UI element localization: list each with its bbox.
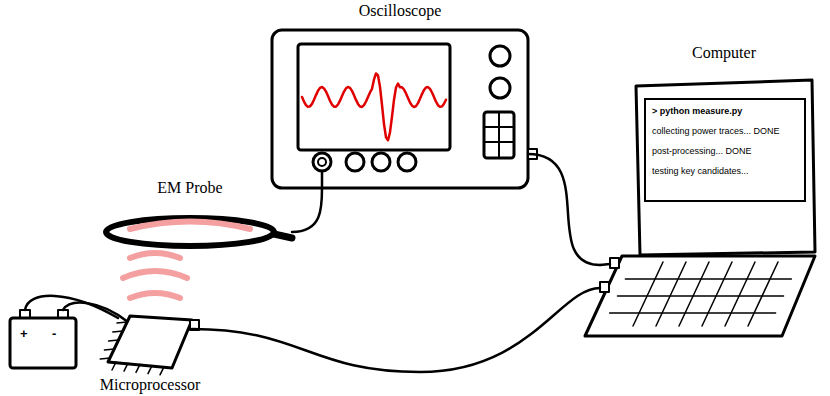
battery (10, 318, 76, 368)
chip-pin (124, 363, 128, 371)
key-row (625, 278, 791, 280)
cable-stub (321, 171, 324, 188)
knob (490, 46, 510, 66)
key-column (656, 262, 686, 326)
polarity-sign: - (52, 326, 56, 341)
knob (346, 153, 364, 171)
chip-pin (112, 362, 116, 370)
keypad-line (484, 126, 514, 128)
key-row (610, 312, 776, 314)
device-label: Computer (692, 44, 756, 62)
laptop-keyboard (585, 256, 815, 336)
port (600, 282, 609, 292)
cable (292, 188, 322, 232)
chip-pin (160, 367, 164, 375)
battery-wire (63, 303, 128, 322)
terminal-window: > python measure.py collecting power trac… (644, 98, 806, 202)
waveform (302, 74, 446, 141)
cable-stub (600, 264, 610, 265)
knob (372, 153, 390, 171)
oscilloscope-screen (298, 44, 450, 150)
keypad (484, 112, 514, 158)
device-node: EM Probe (105, 217, 292, 247)
probe-loop (106, 218, 274, 246)
device-node: Oscilloscope (272, 30, 528, 188)
keypad-line (498, 112, 500, 158)
device-node: > python measure.py collecting power trac… (600, 80, 815, 336)
device-label: EM Probe (157, 179, 222, 197)
polarity-sign: + (20, 326, 28, 341)
bnc-connector (313, 153, 331, 171)
terminal-line: post-processing... DONE (652, 146, 752, 157)
terminal-line: > python measure.py (652, 106, 742, 117)
em-wave (130, 293, 180, 298)
cable (528, 154, 600, 265)
terminal-line: testing key candidates... (652, 166, 749, 177)
device-label: Oscilloscope (359, 2, 442, 20)
keypad-line (484, 141, 514, 143)
key-column (702, 262, 732, 326)
device-label: Microprocessor (100, 376, 200, 394)
chip-pin (113, 331, 123, 332)
key-row (618, 295, 784, 297)
chip-pin (109, 340, 119, 341)
bnc-connector (318, 158, 326, 166)
probe-handle (274, 234, 292, 238)
key-column (725, 262, 755, 326)
chip-pin (117, 322, 127, 323)
laptop-screen (636, 80, 815, 255)
terminal-line: collecting power traces... DONE (652, 126, 780, 137)
key-column (748, 262, 778, 326)
chip-pin (136, 364, 140, 372)
oscilloscope-body (272, 30, 528, 188)
key-column (679, 262, 709, 326)
em-wave (130, 253, 180, 258)
chip-pin (100, 358, 110, 359)
chip-pin (148, 366, 152, 374)
key-column (633, 262, 663, 326)
device-node: Microprocessor (108, 316, 192, 368)
knob (490, 78, 510, 98)
port (610, 258, 619, 268)
cable (192, 288, 600, 372)
chip-pin (104, 349, 114, 350)
em-wave (123, 271, 187, 278)
chip (108, 316, 192, 368)
em-field (130, 222, 250, 230)
knob (398, 153, 416, 171)
